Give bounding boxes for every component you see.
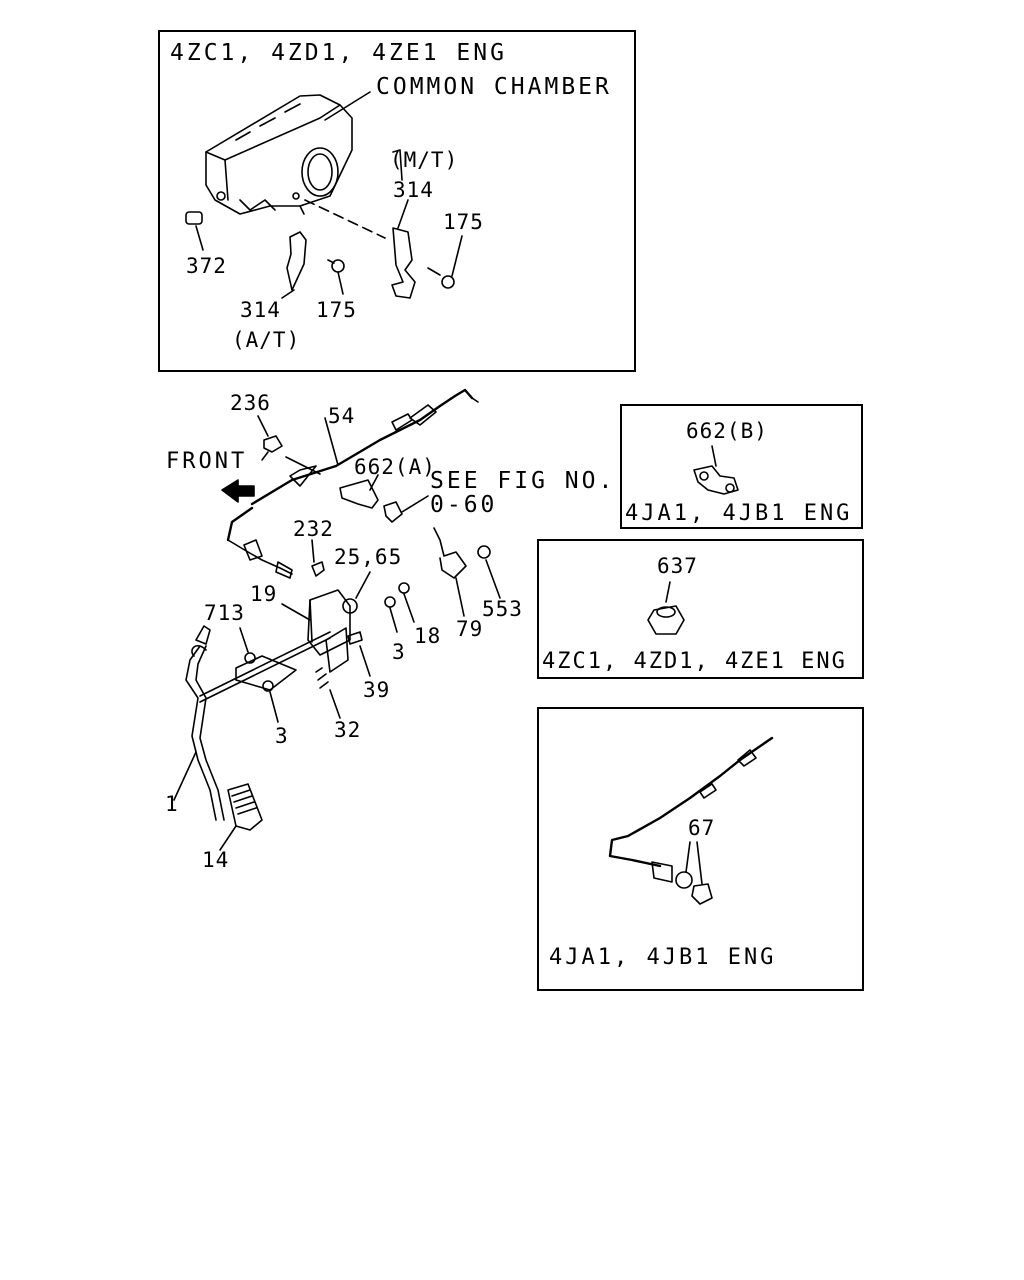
part-662b-clip-drawing bbox=[693, 445, 739, 495]
part-314-at-bracket bbox=[281, 231, 307, 299]
at-label: (A/T) bbox=[232, 328, 301, 352]
callout-14: 14 bbox=[202, 848, 230, 872]
callout-25-65: 25,65 bbox=[334, 545, 403, 569]
pedal-arm-1 bbox=[173, 625, 225, 821]
part-314-mt-bracket bbox=[304, 149, 416, 299]
panel-4ja1-bracket bbox=[620, 404, 863, 529]
callout-236: 236 bbox=[230, 391, 271, 415]
part-637-clip-drawing bbox=[647, 581, 685, 635]
callout-662b: 662(B) bbox=[686, 419, 768, 443]
callout-637: 637 bbox=[657, 554, 698, 578]
callout-553: 553 bbox=[482, 597, 523, 621]
part-232-bolt bbox=[311, 539, 325, 577]
front-arrow bbox=[221, 479, 255, 503]
callout-175-right: 175 bbox=[443, 210, 484, 234]
panel-4zc1-clip bbox=[537, 539, 864, 679]
part-39-pin bbox=[347, 631, 371, 677]
panel-4zc1-clip-title: 4ZC1, 4ZD1, 4ZE1 ENG bbox=[542, 649, 847, 674]
part-175-bolt-right bbox=[427, 235, 463, 289]
see-fig-label: SEE FIG NO. bbox=[430, 468, 616, 494]
see-fig-number: 0-60 bbox=[430, 492, 498, 518]
panel-4ja1-cable bbox=[537, 707, 864, 991]
callout-3-left: 3 bbox=[275, 724, 289, 748]
panel-common-chamber bbox=[158, 30, 636, 372]
front-label: FRONT bbox=[166, 449, 248, 474]
part-553-bolt bbox=[477, 545, 501, 599]
mt-label: (M/T) bbox=[390, 148, 459, 172]
panel-4ja1-bracket-title: 4JA1, 4JB1 ENG bbox=[625, 501, 853, 526]
callout-3-right: 3 bbox=[392, 640, 406, 664]
common-chamber-drawing bbox=[205, 91, 371, 215]
callout-1: 1 bbox=[165, 792, 179, 816]
callout-314-at: 314 bbox=[240, 298, 281, 322]
pedal-bracket-19 bbox=[281, 589, 351, 673]
callout-372: 372 bbox=[186, 254, 227, 278]
callout-314-mt: 314 bbox=[393, 178, 434, 202]
common-chamber-caption: COMMON CHAMBER bbox=[376, 74, 612, 100]
callout-18: 18 bbox=[414, 624, 442, 648]
callout-19: 19 bbox=[250, 582, 278, 606]
callout-232: 232 bbox=[293, 517, 334, 541]
panel-4ja1-cable-title: 4JA1, 4JB1 ENG bbox=[549, 945, 777, 970]
part-175-bolt-left bbox=[327, 259, 345, 295]
common-chamber-panel-title: 4ZC1, 4ZD1, 4ZE1 ENG bbox=[170, 40, 507, 66]
callout-79: 79 bbox=[456, 617, 484, 641]
pedal-pad-14 bbox=[219, 783, 263, 851]
part-32-spring bbox=[315, 667, 341, 719]
callout-54: 54 bbox=[328, 404, 356, 428]
callout-175-left: 175 bbox=[316, 298, 357, 322]
part-662a-clip bbox=[339, 474, 379, 509]
part-236-clip bbox=[257, 415, 283, 461]
callout-662a: 662(A) bbox=[354, 455, 436, 479]
callout-67: 67 bbox=[688, 816, 716, 840]
part-372-plug bbox=[185, 211, 204, 251]
part-67-cable-drawing bbox=[608, 736, 774, 905]
accelerator-cable-54 bbox=[226, 388, 479, 579]
callout-32: 32 bbox=[334, 718, 362, 742]
pedal-shaft-and-washers bbox=[199, 582, 415, 723]
part-79-switch bbox=[433, 527, 467, 617]
part-0-60-ref bbox=[383, 495, 429, 523]
callout-713: 713 bbox=[204, 601, 245, 625]
part-25-65-nut bbox=[342, 571, 371, 614]
callout-39: 39 bbox=[363, 678, 391, 702]
